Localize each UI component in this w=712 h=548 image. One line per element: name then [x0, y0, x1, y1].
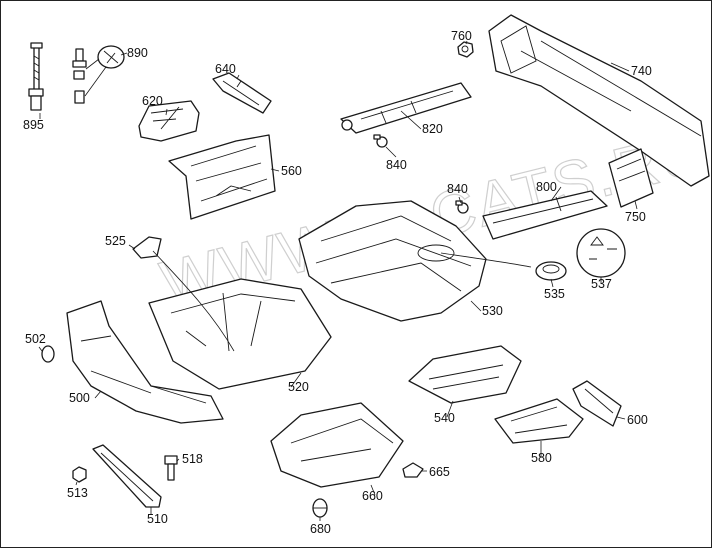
- part-840-bolt-upper: [373, 134, 388, 148]
- part-530-trunk-floor: [298, 200, 532, 322]
- callout-740: 740: [631, 64, 652, 78]
- callout-800: 800: [536, 180, 557, 194]
- callout-518: 518: [182, 452, 203, 466]
- callout-665: 665: [429, 465, 450, 479]
- callout-530: 530: [482, 304, 503, 318]
- part-820-crash-tube: [340, 82, 472, 134]
- part-640-bracket: [212, 72, 272, 114]
- part-760-nut: [457, 41, 474, 58]
- callout-620: 620: [142, 94, 163, 108]
- part-540-trim-panel: [408, 345, 522, 404]
- part-560-panel: [168, 134, 276, 220]
- callout-502: 502: [25, 332, 46, 346]
- callout-537: 537: [591, 277, 612, 291]
- part-800-crash-tube: [482, 190, 608, 240]
- callout-840-lower: 840: [447, 182, 468, 196]
- callout-680: 680: [310, 522, 331, 536]
- part-513-nut: [72, 466, 87, 483]
- callout-820: 820: [422, 122, 443, 136]
- callout-525: 525: [105, 234, 126, 248]
- part-740-bumper-beam: [488, 14, 710, 187]
- part-510-strap: [92, 444, 162, 508]
- callout-760: 760: [451, 29, 472, 43]
- callout-513: 513: [67, 486, 88, 500]
- callout-500: 500: [69, 391, 90, 405]
- part-580-tray: [494, 398, 584, 444]
- callout-640: 640: [215, 62, 236, 76]
- callout-895: 895: [23, 118, 44, 132]
- part-895-bolt: [28, 42, 44, 111]
- callout-660: 660: [362, 489, 383, 503]
- part-520-spare-wheel-tub: [148, 250, 332, 390]
- callout-750: 750: [625, 210, 646, 224]
- part-502-plug: [41, 345, 55, 363]
- part-680-plug: [312, 498, 328, 518]
- part-750-bracket-plate: [608, 148, 654, 208]
- part-890-fasteners: [72, 45, 125, 104]
- part-525-clip: [132, 236, 162, 259]
- part-500-rear-panel: [66, 300, 224, 424]
- callout-560: 560: [281, 164, 302, 178]
- callout-580: 580: [531, 451, 552, 465]
- callout-540: 540: [434, 411, 455, 425]
- callout-510: 510: [147, 512, 168, 526]
- part-665-clip: [402, 462, 424, 478]
- callout-535: 535: [544, 287, 565, 301]
- part-535-grommet: [535, 261, 567, 281]
- part-840-bolt-lower: [455, 200, 469, 214]
- part-518-bolt: [164, 455, 178, 481]
- callout-890: 890: [127, 46, 148, 60]
- part-660-tray: [270, 402, 404, 488]
- part-600-bracket: [572, 380, 622, 427]
- callout-840-upper: 840: [386, 158, 407, 172]
- part-620-bracket: [138, 100, 200, 142]
- callout-600: 600: [627, 413, 648, 427]
- part-537-warning-label: [576, 228, 626, 278]
